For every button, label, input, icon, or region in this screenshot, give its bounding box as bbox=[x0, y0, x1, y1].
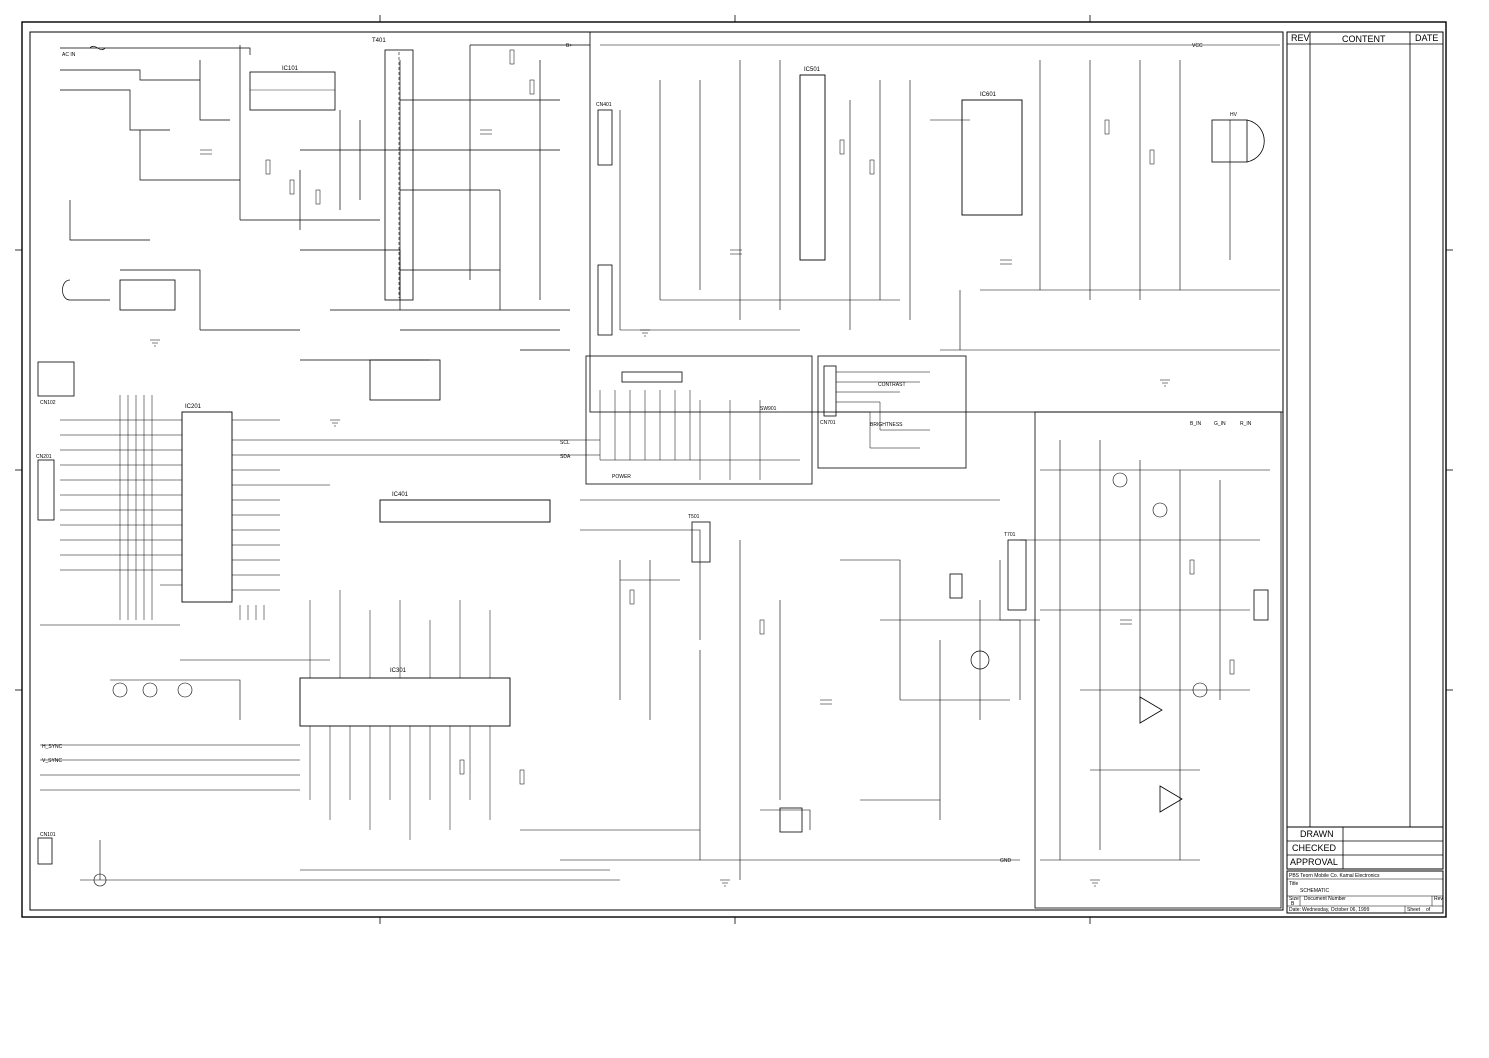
net-scl: SCL bbox=[560, 440, 570, 446]
net-hsync: H_SYNC bbox=[42, 744, 63, 750]
date-label: Date: bbox=[1289, 907, 1301, 913]
opamp-2 bbox=[1159, 785, 1183, 813]
signoff-block: DRAWN CHECKED APPROVAL bbox=[1286, 826, 1444, 870]
company-name: PBS Teorn Mobile Co. Kamal Electronics bbox=[1289, 873, 1380, 879]
date-value: Wednesday, October 06, 1999 bbox=[1302, 907, 1370, 913]
ic101-chip: IC101 bbox=[249, 66, 336, 111]
ic501-label: IC501 bbox=[804, 67, 821, 73]
section-controls-box bbox=[817, 355, 967, 469]
micro-bus bbox=[60, 395, 600, 620]
cn102-label: CN102 bbox=[40, 400, 56, 406]
checked-label: CHECKED bbox=[1292, 843, 1337, 853]
contrast-label: CONTRAST bbox=[878, 382, 906, 388]
connector-cn201: CN201 bbox=[36, 454, 55, 521]
bridge-rectifier bbox=[119, 279, 176, 311]
content-header: CONTENT bbox=[1342, 34, 1386, 44]
regulator-block bbox=[369, 359, 441, 401]
net-sda: SDA bbox=[560, 454, 571, 460]
ground-symbols bbox=[150, 329, 1170, 887]
t701-label: T701 bbox=[1004, 532, 1016, 538]
ic601-chip: IC601 bbox=[961, 92, 1023, 216]
connector-cn102: CN102 bbox=[37, 361, 75, 406]
approval-label: APPROVAL bbox=[1290, 857, 1338, 867]
rev-header: REV bbox=[1291, 33, 1310, 43]
drawn-label: DRAWN bbox=[1300, 829, 1334, 839]
passive-components bbox=[200, 49, 1235, 785]
sheet-label: Sheet bbox=[1407, 907, 1421, 913]
crt-socket: HV bbox=[1211, 112, 1265, 163]
power-supply-wiring bbox=[60, 44, 590, 361]
title-block: PBS Teorn Mobile Co. Kamal Electronics T… bbox=[1286, 870, 1444, 914]
t501-label: T501 bbox=[688, 514, 700, 520]
video-amp-wiring bbox=[999, 440, 1270, 861]
section-deflection-box bbox=[589, 31, 1284, 413]
output-transistor bbox=[970, 650, 990, 670]
connector-cn401: CN401 bbox=[596, 102, 613, 166]
ic601-label: IC601 bbox=[980, 92, 997, 98]
transformer-t701 bbox=[1007, 539, 1027, 611]
brightness-label: BRIGHTNESS bbox=[870, 422, 903, 428]
net-power: POWER bbox=[612, 474, 631, 480]
title-label: Title bbox=[1289, 881, 1298, 887]
cn201-label: CN201 bbox=[36, 454, 52, 460]
rev-label: Rev bbox=[1434, 896, 1443, 902]
net-vcc: VCC bbox=[1192, 43, 1203, 49]
transformer-t501 bbox=[691, 521, 711, 563]
size-value: B bbox=[1291, 901, 1295, 907]
net-ac-in: AC IN bbox=[62, 52, 76, 58]
transformer-t401: T401 bbox=[372, 38, 414, 301]
section-keypad-box bbox=[585, 355, 813, 485]
net-gnd: GND bbox=[1000, 858, 1012, 864]
horizontal-output-wiring bbox=[520, 499, 1021, 880]
section-video-box bbox=[1034, 411, 1282, 909]
cn401-label: CN401 bbox=[596, 102, 612, 108]
drawing-title: SCHEMATIC bbox=[1300, 888, 1329, 894]
ic301-label: IC301 bbox=[390, 668, 407, 674]
opamp-1 bbox=[1139, 696, 1163, 724]
fuse-holder bbox=[949, 573, 963, 599]
ic301-video-ic: IC301 bbox=[299, 590, 511, 840]
connector-sync bbox=[37, 837, 53, 865]
net-b-in: B_IN bbox=[1190, 421, 1202, 427]
cn701-label: CN701 bbox=[820, 420, 836, 426]
ic201-label: IC201 bbox=[185, 404, 202, 410]
outer-frame bbox=[21, 21, 1447, 918]
size-label: Size bbox=[1289, 896, 1299, 902]
date-header: DATE bbox=[1415, 33, 1438, 43]
net-labels-left: SCL SDA H_SYNC V_SYNC AC IN B+ bbox=[42, 43, 572, 764]
frame-ticks bbox=[15, 15, 1453, 924]
t401-label: T401 bbox=[372, 38, 386, 44]
connector-video bbox=[1253, 589, 1269, 621]
of-label: of bbox=[1426, 907, 1431, 913]
ic501-deflection-ic: IC501 bbox=[799, 67, 826, 261]
document-label: Document Number bbox=[1304, 896, 1346, 902]
drawing-area bbox=[29, 31, 1284, 911]
connector-cn402 bbox=[597, 264, 613, 336]
cn101-label: CN101 bbox=[40, 832, 56, 838]
ic401-driver: IC401 bbox=[379, 492, 551, 523]
net-vsync: V_SYNC bbox=[42, 758, 62, 764]
net-hv: HV bbox=[1230, 112, 1238, 118]
keypad-section: SW901 POWER bbox=[599, 371, 800, 480]
net-g-in: G_IN bbox=[1214, 421, 1226, 427]
ic201-microcontroller: IC201 bbox=[160, 404, 280, 603]
controls-section: CONTRAST BRIGHTNESS CN701 bbox=[820, 365, 930, 449]
ic101-label: IC101 bbox=[282, 66, 299, 72]
ic401-label: IC401 bbox=[392, 492, 409, 498]
regulator-ic bbox=[779, 807, 803, 833]
net-b-plus: B+ bbox=[566, 43, 572, 49]
net-r-in: R_IN bbox=[1240, 421, 1252, 427]
sync-input-wiring bbox=[40, 624, 620, 887]
sw901-label: SW901 bbox=[760, 406, 777, 412]
deflection-wiring bbox=[600, 44, 1280, 351]
